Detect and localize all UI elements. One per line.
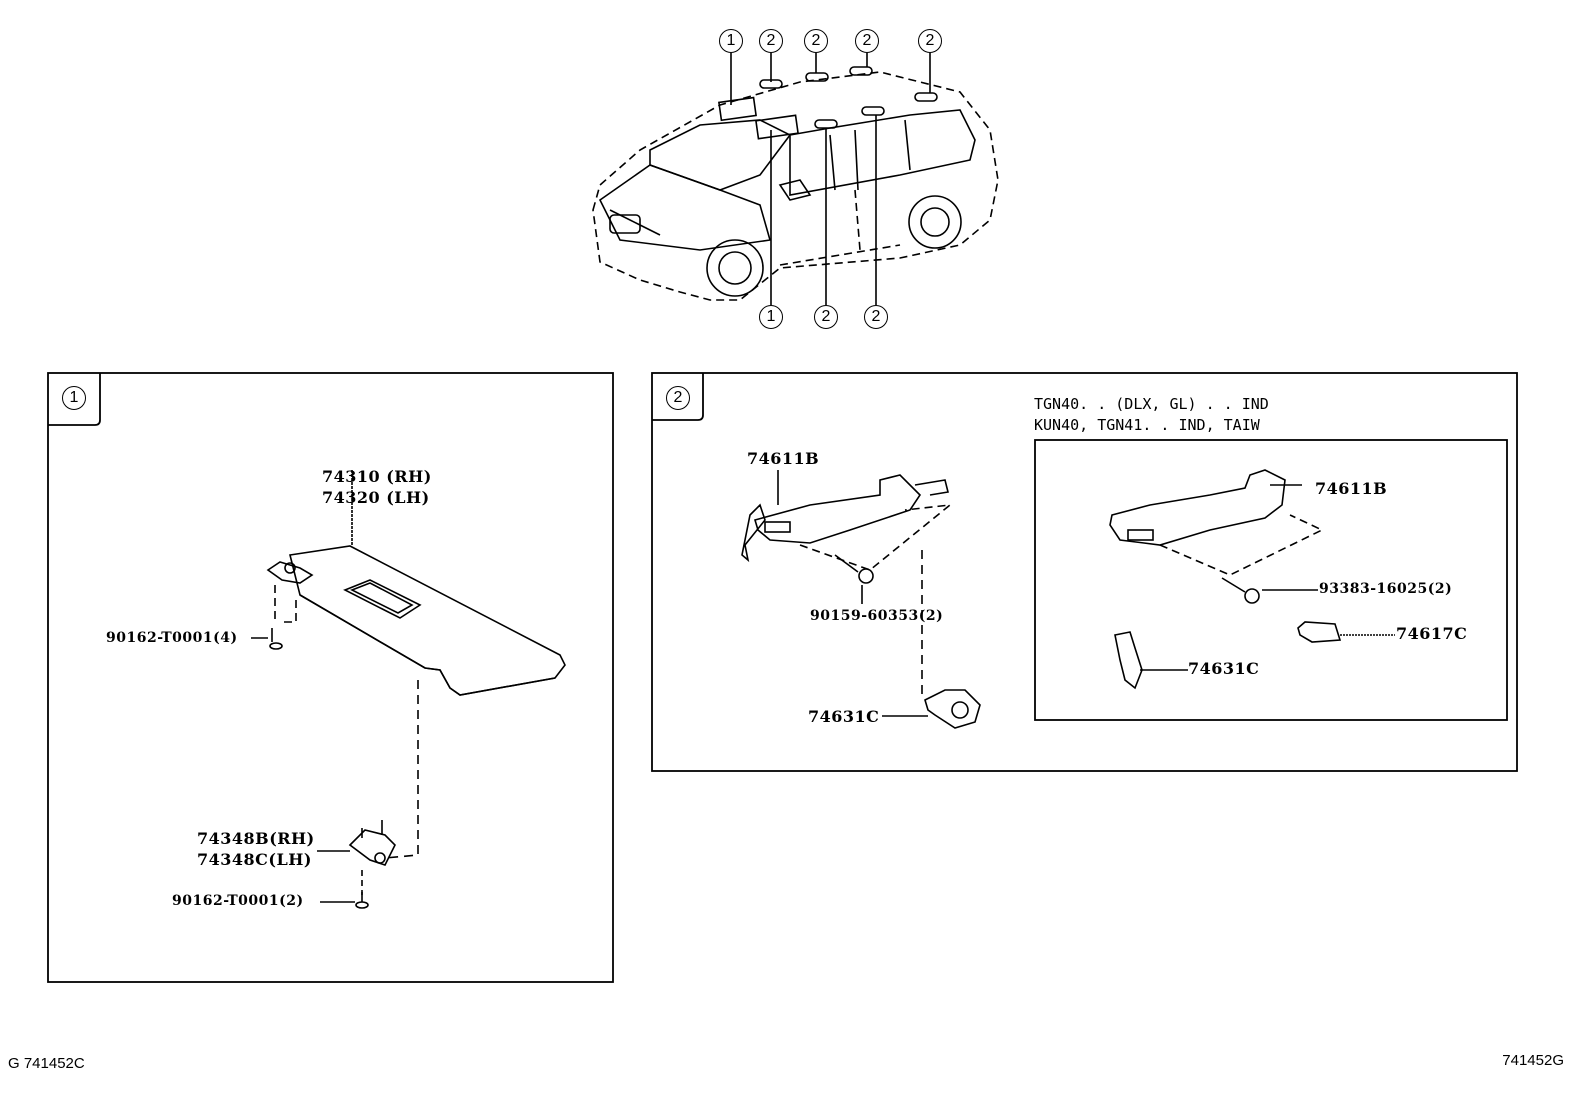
- part-label-74611b[interactable]: 74611B: [747, 449, 820, 468]
- part-label-90162-2[interactable]: 90162-T0001(2): [172, 893, 304, 909]
- variant-label-74611b[interactable]: 74611B: [1315, 479, 1388, 498]
- assist-grip-art: [741, 469, 1395, 729]
- variant-condition-1: TGN40. . (DLX, GL) . . IND: [1034, 395, 1269, 413]
- callout-1-bottom: 1: [759, 305, 783, 329]
- variant-label-74617c[interactable]: 74617C: [1396, 624, 1468, 643]
- callout-2-top: 2: [804, 29, 828, 53]
- sun-visor-art: [251, 470, 566, 909]
- part-label-90162-4[interactable]: 90162-T0001(4): [106, 630, 238, 646]
- callout-2-top: 2: [918, 29, 942, 53]
- callout-2-top: 2: [855, 29, 879, 53]
- part-label-74310[interactable]: 74310 (RH): [322, 467, 432, 486]
- panel1-callout: 1: [62, 386, 86, 410]
- footer-right-code: 741452G: [1502, 1052, 1564, 1069]
- part-label-74320[interactable]: 74320 (LH): [322, 488, 430, 507]
- part-label-74348b[interactable]: 74348B(RH): [197, 829, 315, 848]
- part-label-90159-60353[interactable]: 90159-60353(2): [810, 608, 944, 624]
- variant-label-74631c[interactable]: 74631C: [1188, 659, 1260, 678]
- callout-1-top: 1: [719, 29, 743, 53]
- variant-label-93383-16025[interactable]: 93383-16025(2): [1319, 581, 1453, 597]
- callout-2-bottom: 2: [864, 305, 888, 329]
- callout-2-bottom: 2: [814, 305, 838, 329]
- part-label-74348c[interactable]: 74348C(LH): [197, 850, 312, 869]
- callout-2-top: 2: [759, 29, 783, 53]
- vehicle-illustration: [592, 53, 999, 305]
- panel2-callout: 2: [666, 386, 690, 410]
- variant-condition-2: KUN40, TGN41. . IND, TAIW: [1034, 416, 1260, 434]
- footer-left-code: G 741452C: [8, 1055, 85, 1072]
- part-label-74631c[interactable]: 74631C: [808, 707, 880, 726]
- panel-frames: [47, 372, 1518, 983]
